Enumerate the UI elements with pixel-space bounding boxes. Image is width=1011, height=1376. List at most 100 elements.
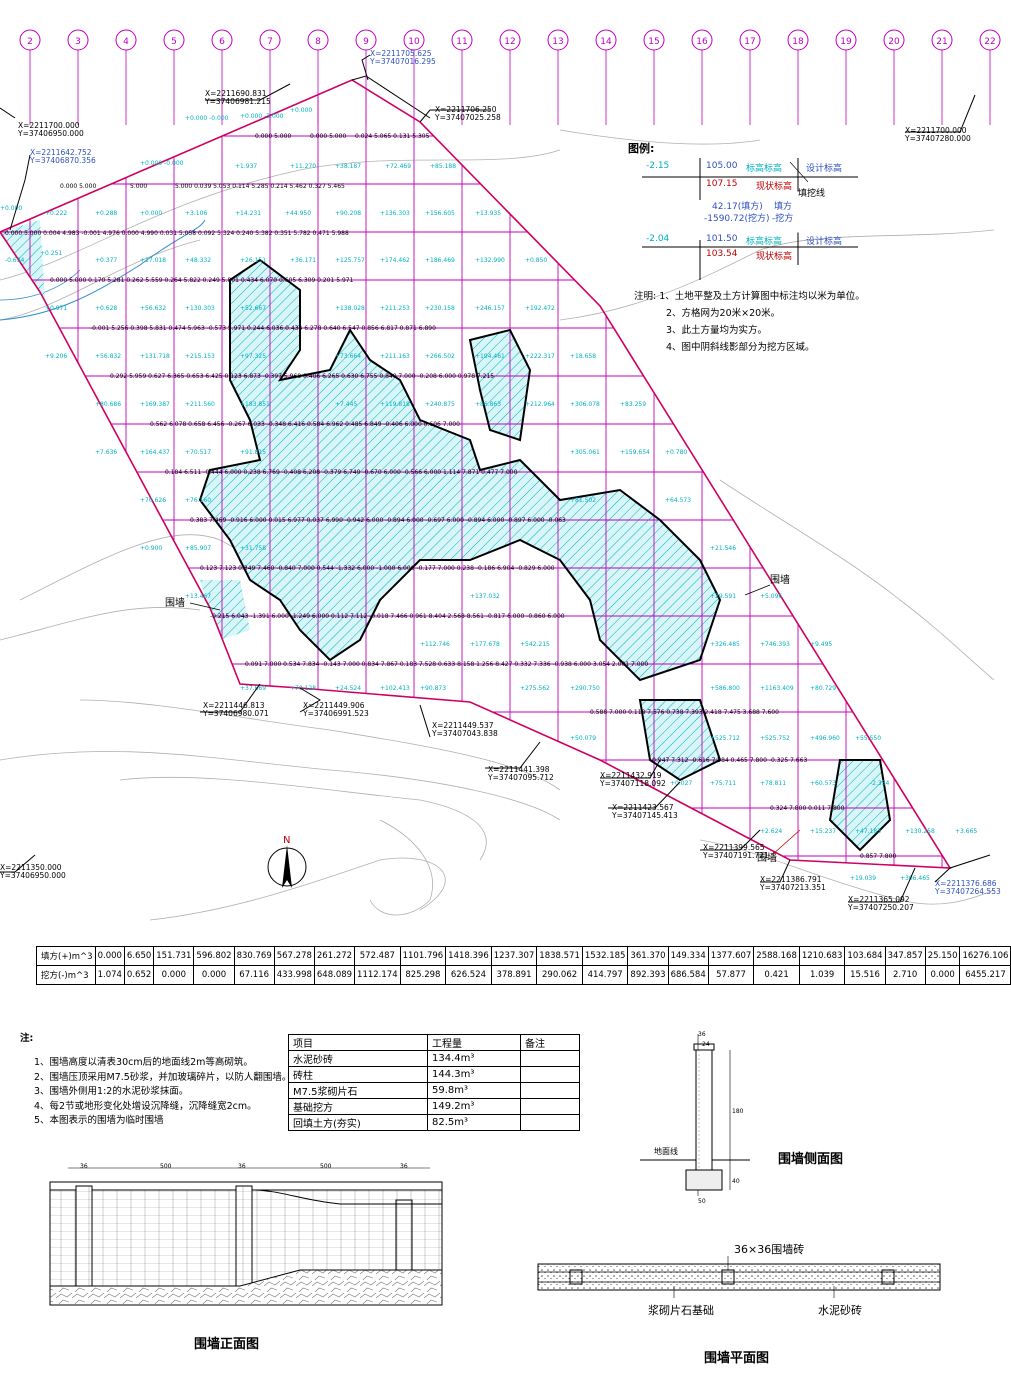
fill-cell: 572.487: [354, 946, 401, 966]
coordinate-y: Y=37407250.207: [847, 903, 914, 912]
svg-text:0.000 5.000: 0.000 5.000: [60, 183, 96, 190]
fill-cell: 103.684: [844, 946, 886, 966]
fill-cell: 361.370: [627, 946, 669, 966]
svg-text:+156.605: +156.605: [425, 210, 455, 217]
legend-bl-design-text: 标高标高: [746, 237, 783, 247]
svg-text:+7.445: +7.445: [335, 401, 357, 408]
wall-notes-heading: 注:: [20, 1033, 34, 1044]
wall-leader-left: [189, 602, 221, 611]
axis-label: 22: [984, 37, 995, 47]
axis-label: 2: [27, 37, 33, 47]
front-dim-1: 36: [80, 1163, 88, 1170]
coordinate-x: X=2211386.791: [760, 875, 822, 884]
coordinate-y: Y=37407016.295: [369, 57, 436, 66]
svg-text:0.292 5.959 0.627 6.365 0.653: 0.292 5.959 0.627 6.365 0.653 6.425 0.12…: [110, 373, 494, 380]
wall-note-3: 3、围墙外侧用1:2的水泥砂浆抹面。: [34, 1086, 189, 1097]
cut-cell: 1.074: [94, 965, 125, 985]
svg-text:+326.485: +326.485: [710, 641, 740, 648]
coordinate-x: X=2211700.000: [18, 121, 80, 130]
coordinate-x: X=2211700.000: [905, 126, 967, 135]
svg-text:+542.215: +542.215: [520, 641, 550, 648]
qty-header: 项目: [288, 1034, 428, 1051]
plan-brick-label: 36×36围墙砖: [734, 1243, 805, 1256]
wall-plan-view: [537, 1256, 941, 1298]
coordinate-y: Y=37407191.721: [702, 851, 769, 860]
legend-bl-design: 101.50: [706, 234, 738, 244]
svg-text:+0.000: +0.000: [290, 107, 312, 114]
svg-text:+159.654: +159.654: [620, 449, 650, 456]
plan-note-3: 3、此土方量均为实方。: [666, 325, 768, 336]
coordinate-x: X=2211432.919: [600, 771, 662, 780]
svg-text:+48.332: +48.332: [185, 257, 211, 264]
svg-text:+0.377: +0.377: [95, 257, 117, 264]
wall-front-view: 36 500 36 500 36: [49, 1163, 443, 1306]
cut-cell: 0.652: [123, 965, 155, 985]
svg-text:+525.712: +525.712: [710, 735, 740, 742]
svg-text:0.324 7.800 0.011 7.800: 0.324 7.800 0.011 7.800: [770, 805, 845, 812]
svg-text:+26.151: +26.151: [240, 257, 266, 264]
svg-text:0.562 6.078 0.658 6.456 -0.267: 0.562 6.078 0.658 6.456 -0.267 6.033 -0.…: [150, 421, 460, 428]
fill-cell: 2588.168: [753, 946, 800, 966]
axis-label: 18: [792, 37, 804, 47]
cut-cell: 414.797: [581, 965, 629, 985]
svg-text:+132.990: +132.990: [475, 257, 505, 264]
svg-text:+1.937: +1.937: [235, 163, 257, 170]
coordinate-x: X=2211449.906: [303, 701, 365, 710]
fill-row: 填方(+)m^3 0.000 6.650 151.731 596.802 830…: [36, 946, 1011, 966]
svg-text:+164.437: +164.437: [140, 449, 170, 456]
cut-cell: 15.516: [844, 965, 886, 985]
wall-label-right: 围墙: [770, 573, 790, 586]
axis-label: 13: [552, 37, 563, 47]
side-dim-base: 40: [732, 1178, 740, 1185]
cut-cell: 0.000: [924, 965, 961, 985]
svg-text:-0.215 6.043 -1.391 6.000 -1.2: -0.215 6.043 -1.391 6.000 -1.249 6.000 0…: [210, 613, 565, 620]
axis-label: 10: [408, 37, 420, 47]
svg-text:+19.039: +19.039: [850, 875, 876, 882]
axis-label: 20: [888, 37, 900, 47]
fill-total: 16276.106: [959, 946, 1011, 966]
qty-header-row: 项目 工程量 备注: [288, 1034, 580, 1051]
svg-text:+211.560: +211.560: [185, 401, 215, 408]
fill-cell: 1101.796: [399, 946, 447, 966]
coordinate-x: X=2211642.752: [30, 148, 92, 157]
wall-note-2: 2、围墙压顶采用M7.5砂浆，并加玻璃碎片，以防人翻围墙。: [34, 1071, 292, 1083]
svg-text:+222.317: +222.317: [525, 353, 555, 360]
side-ground-label: 地面线: [654, 1146, 678, 1156]
side-dim-height: 180: [732, 1108, 744, 1115]
legend-tl-design-text: 标高标高: [746, 164, 783, 174]
svg-text:+0.222: +0.222: [45, 210, 67, 217]
coordinate-y: Y=37406981.215: [204, 97, 271, 106]
svg-text:+52.667: +52.667: [240, 305, 266, 312]
axis-label: 21: [936, 37, 947, 47]
svg-text:+246.157: +246.157: [475, 305, 505, 312]
svg-text:0.000 5.000 0.170 5.281 0.262: 0.000 5.000 0.170 5.281 0.262 5.559 0.26…: [50, 277, 354, 284]
svg-text:+29.591: +29.591: [710, 593, 736, 600]
svg-text:+305.061: +305.061: [570, 449, 600, 456]
svg-text:+76.160: +76.160: [185, 497, 211, 504]
qty-amount: 59.8m³: [427, 1082, 521, 1099]
coordinate-x: X=2211690.831: [205, 89, 267, 98]
legend-tl-current-label: 现状标高: [756, 182, 793, 192]
fill-cell: 567.278: [273, 946, 315, 966]
svg-text:+102.413: +102.413: [380, 685, 410, 692]
axis-label: 16: [696, 37, 708, 47]
svg-text:+169.387: +169.387: [140, 401, 170, 408]
svg-text:+56.632: +56.632: [140, 305, 166, 312]
plan-note-2: 2、方格网为20米×20米。: [666, 308, 781, 319]
svg-text:+1163.409: +1163.409: [760, 685, 794, 692]
cut-cell: 825.298: [399, 965, 447, 985]
svg-text:+0.000: +0.000: [140, 210, 162, 217]
svg-text:0.123 7.123 0.349 7.460 -0.840: 0.123 7.123 0.349 7.460 -0.840 7.000 0.5…: [200, 565, 555, 572]
axis-label: 12: [504, 37, 515, 47]
front-view-title: 围墙正面图: [194, 1337, 260, 1352]
svg-text:+75.711: +75.711: [710, 780, 736, 787]
qty-item: 回填土方(夯实): [288, 1114, 428, 1131]
axis-label: 4: [123, 37, 129, 47]
cut-cell: 0.000: [153, 965, 195, 985]
axis-label: 14: [600, 37, 612, 47]
cut-cell: 686.584: [667, 965, 709, 985]
svg-text:+137.032: +137.032: [470, 593, 500, 600]
svg-text:+0.027: +0.027: [670, 780, 692, 787]
svg-text:+0.000 -3.000: +0.000 -3.000: [240, 113, 284, 120]
